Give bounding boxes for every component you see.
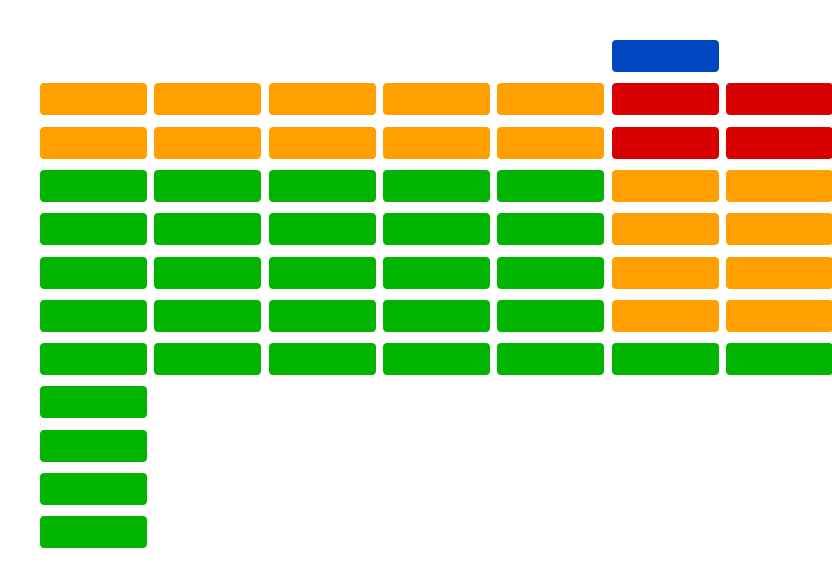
tile-green <box>383 170 490 202</box>
tile-orange <box>612 300 719 332</box>
tile-orange <box>40 127 147 159</box>
tile-green <box>154 343 261 375</box>
tile-green <box>612 343 719 375</box>
tile-orange <box>154 83 261 115</box>
tile-orange <box>612 170 719 202</box>
tile-green <box>383 343 490 375</box>
tile-green <box>154 300 261 332</box>
tile-green <box>269 213 376 245</box>
tile-green <box>497 213 604 245</box>
tile-green <box>40 343 147 375</box>
tile-green <box>269 300 376 332</box>
tile-green <box>269 343 376 375</box>
tile-green <box>497 170 604 202</box>
tile-orange <box>269 83 376 115</box>
tile-green <box>154 213 261 245</box>
tile-green <box>383 213 490 245</box>
tile-red <box>726 127 832 159</box>
tile-green <box>40 300 147 332</box>
tile-green <box>40 430 147 462</box>
tile-green <box>154 170 261 202</box>
tile-green <box>269 257 376 289</box>
tile-green <box>40 516 147 548</box>
tile-green <box>40 386 147 418</box>
tile-green <box>40 213 147 245</box>
tile-green <box>383 300 490 332</box>
tile-green <box>497 257 604 289</box>
tile-orange <box>612 257 719 289</box>
tile-red <box>612 127 719 159</box>
tile-green <box>497 343 604 375</box>
tile-orange <box>726 300 832 332</box>
tile-orange <box>497 83 604 115</box>
tile-green <box>497 300 604 332</box>
tile-green <box>40 257 147 289</box>
tile-green <box>383 257 490 289</box>
tile-orange <box>154 127 261 159</box>
tile-green <box>269 170 376 202</box>
tile-orange <box>726 213 832 245</box>
tile-green <box>726 343 832 375</box>
tile-orange <box>497 127 604 159</box>
tile-orange <box>383 127 490 159</box>
tile-red <box>612 83 719 115</box>
tile-orange <box>726 170 832 202</box>
tile-green <box>40 473 147 505</box>
tile-blue <box>612 40 719 72</box>
tile-orange <box>612 213 719 245</box>
tile-red <box>726 83 832 115</box>
tile-green <box>154 257 261 289</box>
tile-orange <box>40 83 147 115</box>
tile-orange <box>269 127 376 159</box>
tile-orange <box>383 83 490 115</box>
tile-orange <box>726 257 832 289</box>
tile-green <box>40 170 147 202</box>
